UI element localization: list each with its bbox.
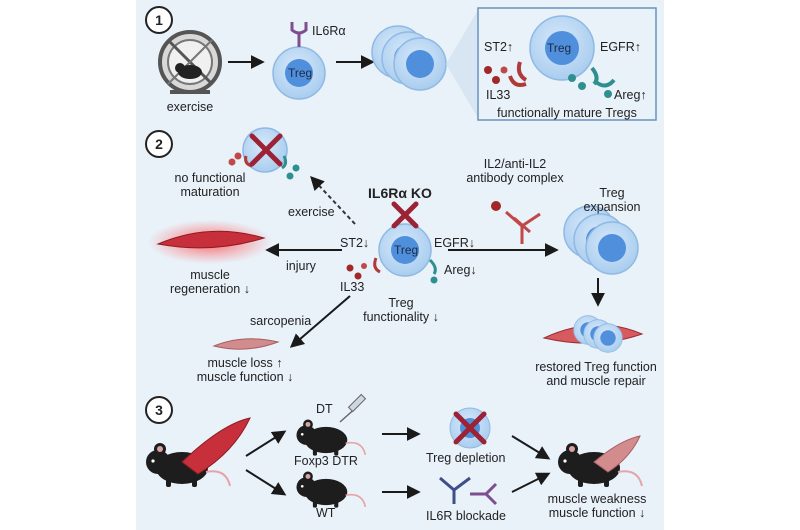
dt-label: DT (316, 402, 333, 416)
egfr-up-label: EGFR↑ (600, 40, 641, 54)
egfr-down-label: EGFR↓ (434, 236, 475, 250)
injury-label: injury (286, 259, 316, 273)
exercise-ko-label: exercise (288, 205, 335, 219)
step-2-badge: 2 (145, 130, 173, 158)
mature-tregs-caption: functionally mature Tregs (497, 106, 637, 120)
st2-down-label: ST2↓ (340, 236, 370, 250)
areg-down-label: Areg↓ (444, 263, 477, 277)
muscle-loss-label: muscle loss ↑ muscle function ↓ (196, 356, 294, 384)
syringe-icon (339, 393, 367, 423)
weak-muscle-icon (212, 338, 280, 350)
wt-label: WT (316, 506, 336, 520)
mature-treg-cell-icon (529, 15, 595, 81)
exercise-label: exercise (166, 100, 214, 114)
treg-label: Treg (288, 66, 313, 80)
muscle-regeneration-label: muscle regeneration ↓ (170, 268, 250, 296)
treg-stack-icon (371, 25, 447, 91)
st2-up-label: ST2↑ (484, 40, 514, 54)
il6ra-receptor-icon (290, 22, 308, 47)
weak-mouse-icon (557, 435, 643, 488)
st2-low-icon (346, 257, 381, 280)
il6r-blockade-label: IL6R blockade (426, 509, 506, 523)
treg-depletion-label: Treg depletion (426, 451, 506, 465)
areg-up-label: Areg↑ (614, 88, 647, 102)
restored-function-label: restored Treg function and muscle repair (535, 360, 657, 388)
il6ra-ko-label: IL6Rα KO (368, 185, 432, 201)
il33-ko-label: IL33 (340, 280, 365, 294)
sarcopenia-label: sarcopenia (250, 314, 312, 328)
step-3-badge: 3 (145, 396, 173, 424)
antibody-icon (491, 201, 541, 244)
restored-muscle-icon (542, 315, 644, 353)
foxp3-dtr-mouse-icon (295, 418, 367, 457)
step-1-badge: 1 (145, 6, 173, 34)
treg-functionality-label: Treg functionality ↓ (363, 296, 439, 324)
il33-label: IL33 (486, 88, 511, 102)
depleted-treg-icon (449, 407, 491, 449)
st2-receptor-icon (484, 61, 528, 87)
il6ra-label: IL6Rα (312, 24, 346, 38)
egfr-receptor-icon (568, 66, 616, 98)
running-wheel-icon (158, 30, 222, 94)
foxp3-dtr-label: Foxp3 DTR (294, 454, 358, 468)
ko-red-cross-icon (391, 201, 419, 229)
il2-complex-label: IL2/anti-IL2 antibody complex (466, 157, 564, 185)
mouse-with-muscle-icon (145, 417, 251, 488)
egfr-low-icon (428, 258, 438, 284)
ko-treg-label: Treg (394, 243, 419, 257)
treg-expansion-label: Treg expansion (583, 186, 641, 214)
muscle-weakness-label: muscle weakness muscle function ↓ (547, 492, 647, 520)
red-cross-icon (249, 133, 283, 167)
no-maturation-label: no functional maturation (174, 171, 246, 199)
treg-expansion-stack-icon (563, 205, 639, 275)
il6r-blockade-icon (439, 476, 498, 506)
muscle-icon (156, 230, 266, 249)
inset-treg-label: Treg (547, 41, 572, 55)
wt-mouse-icon (295, 470, 367, 509)
